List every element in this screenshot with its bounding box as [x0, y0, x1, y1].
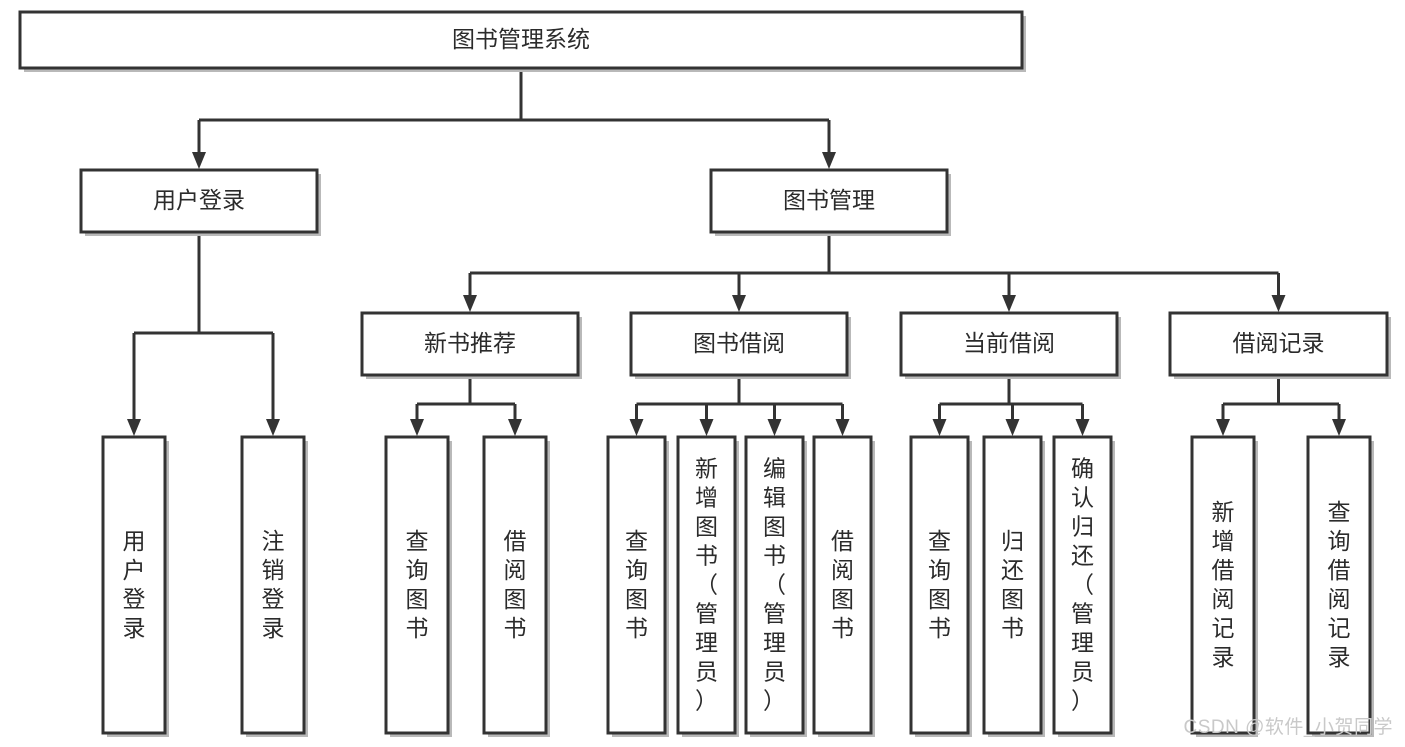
node-book-manage[interactable]: 图书管理 — [709, 168, 951, 236]
node-label: 用户登录 — [123, 528, 146, 641]
node-label: 查询图书 — [406, 528, 429, 641]
node-label: 确认归还（管理员） — [1071, 456, 1094, 714]
node-label: 图书管理系统 — [452, 26, 590, 52]
node-leaf-confirm-return[interactable]: 确认归还（管理员） — [1052, 435, 1115, 737]
arrow-head-icon — [192, 152, 206, 169]
arrow-head-icon — [1216, 419, 1230, 436]
node-layer: 图书管理系统用户登录图书管理新书推荐图书借阅当前借阅借阅记录用户登录注销登录查询… — [18, 10, 1391, 737]
node-leaf-user-login[interactable]: 用户登录 — [101, 435, 169, 737]
node-leaf-return-book[interactable]: 归还图书 — [982, 435, 1045, 737]
arrow-head-icon — [767, 419, 782, 436]
node-leaf-query-book-1[interactable]: 查询图书 — [384, 435, 452, 737]
node-leaf-query-book-3[interactable]: 查询图书 — [909, 435, 972, 737]
arrow-head-icon — [835, 419, 850, 436]
arrow-head-icon — [1271, 295, 1286, 312]
node-label: 用户登录 — [153, 187, 245, 213]
arrow-head-icon — [266, 419, 280, 436]
connector-layer — [127, 68, 1346, 436]
node-label: 图书管理 — [783, 187, 875, 213]
node-label: 新书推荐 — [424, 330, 516, 356]
arrow-head-icon — [1332, 419, 1346, 436]
node-leaf-query-record[interactable]: 查询借阅记录 — [1306, 435, 1374, 737]
arrow-head-icon — [1002, 295, 1016, 312]
arrow-head-icon — [629, 419, 644, 436]
node-label: 注销登录 — [262, 528, 285, 641]
node-label: 借阅记录 — [1233, 330, 1325, 356]
node-leaf-user-logout[interactable]: 注销登录 — [240, 435, 308, 737]
node-label: 借阅图书 — [831, 528, 854, 641]
node-root-system[interactable]: 图书管理系统 — [18, 10, 1026, 72]
arrow-head-icon — [508, 419, 522, 436]
node-new-book-recommend[interactable]: 新书推荐 — [360, 311, 582, 379]
node-leaf-add-book[interactable]: 新增图书（管理员） — [676, 435, 739, 737]
arrow-head-icon — [699, 419, 714, 436]
node-leaf-query-book-2[interactable]: 查询图书 — [606, 435, 669, 737]
arrow-head-icon — [822, 152, 836, 169]
node-label: 归还图书 — [1001, 528, 1024, 641]
node-leaf-add-record[interactable]: 新增借阅记录 — [1190, 435, 1258, 737]
node-label: 查询图书 — [928, 528, 951, 641]
node-label: 当前借阅 — [963, 330, 1055, 356]
node-leaf-borrow-book-2[interactable]: 借阅图书 — [812, 435, 875, 737]
arrow-head-icon — [732, 295, 746, 312]
node-leaf-borrow-book-1[interactable]: 借阅图书 — [482, 435, 550, 737]
arrow-head-icon — [410, 419, 424, 436]
arrow-head-icon — [127, 419, 141, 436]
node-borrow-record[interactable]: 借阅记录 — [1168, 311, 1391, 379]
node-label: 图书借阅 — [693, 330, 785, 356]
node-book-borrow[interactable]: 图书借阅 — [629, 311, 851, 379]
arrow-head-icon — [1005, 419, 1020, 436]
node-current-borrow[interactable]: 当前借阅 — [899, 311, 1121, 379]
arrow-head-icon — [1075, 419, 1090, 436]
node-label: 查询图书 — [625, 528, 648, 641]
node-user-login[interactable]: 用户登录 — [79, 168, 321, 236]
node-leaf-edit-book[interactable]: 编辑图书（管理员） — [744, 435, 807, 737]
node-label: 新增借阅记录 — [1212, 499, 1235, 670]
node-label: 查询借阅记录 — [1328, 499, 1351, 670]
node-label: 借阅图书 — [504, 528, 527, 641]
arrow-head-icon — [932, 419, 947, 436]
arrow-head-icon — [463, 295, 477, 312]
node-label: 编辑图书（管理员） — [763, 456, 786, 714]
node-label: 新增图书（管理员） — [695, 456, 718, 714]
